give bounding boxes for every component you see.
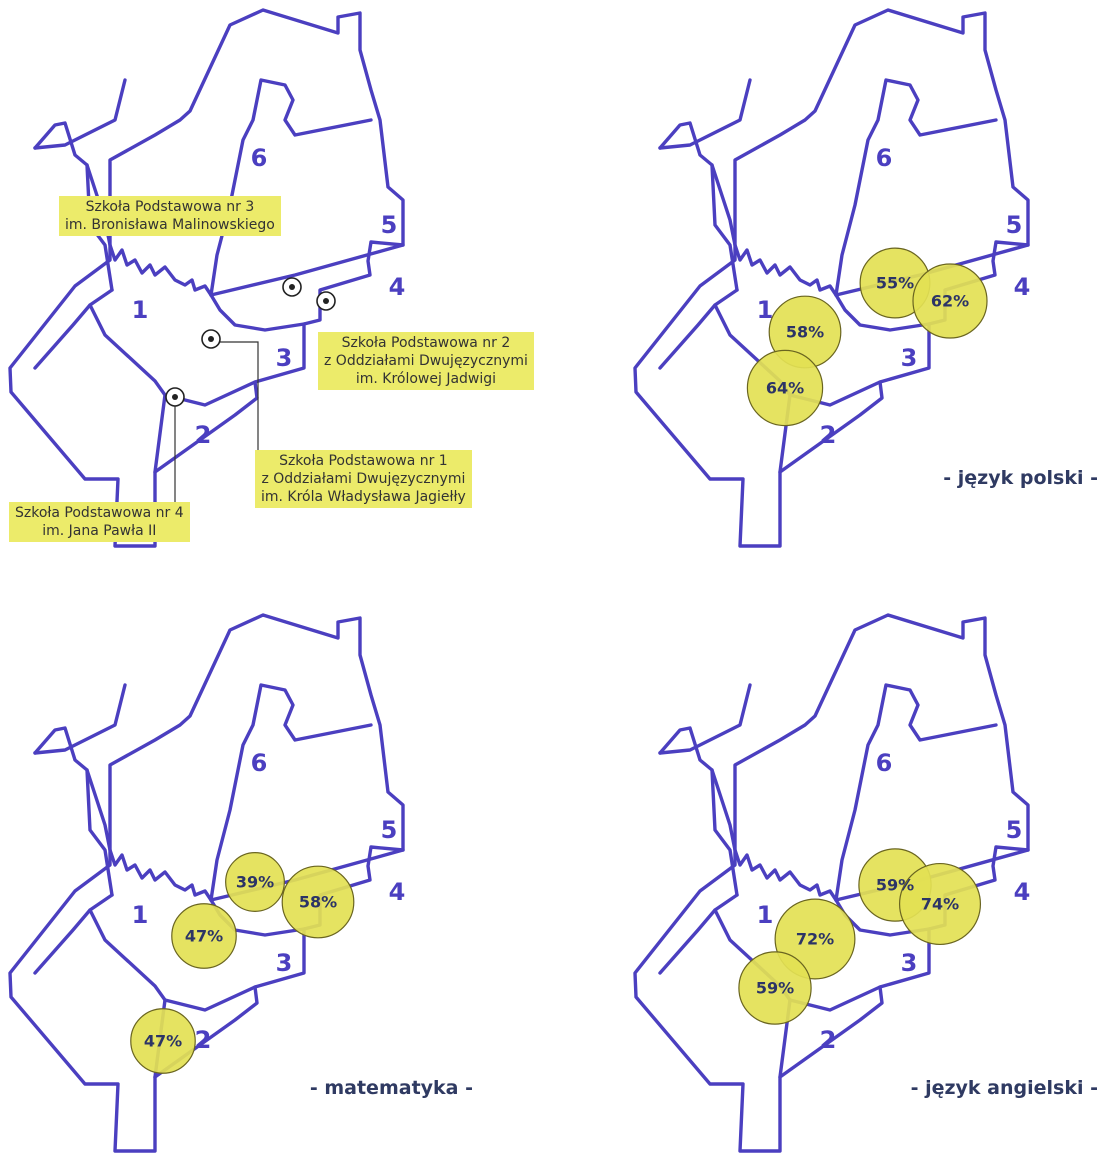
district-number: 2 <box>820 1026 837 1054</box>
district-number: 1 <box>757 296 774 324</box>
subject-titles: - język polski - - matematyka - - język an… <box>310 467 1098 1099</box>
result-label-sp4: 59% <box>756 979 794 998</box>
subject-title: - język angielski - <box>911 1077 1098 1099</box>
district-number: 2 <box>195 1026 212 1054</box>
result-label-sp2: 74% <box>921 895 959 914</box>
district-number: 5 <box>381 816 398 844</box>
school-label-sp2: Szkoła Podstawowa nr 2 z Oddziałami Dwuj… <box>318 332 534 390</box>
school-marker-sp3[interactable] <box>282 277 302 297</box>
school-name-line1: Szkoła Podstawowa nr 1 <box>279 453 448 469</box>
school-markers <box>165 277 336 505</box>
district-number: 2 <box>820 421 837 449</box>
district-number: 3 <box>276 949 293 977</box>
district-number: 1 <box>757 901 774 929</box>
district-number: 3 <box>901 949 918 977</box>
school-name-line3: im. Królowej Jadwigi <box>355 371 497 387</box>
school-name-line2: z Oddziałami Dwujęzycznymi <box>261 471 466 487</box>
district-number: 4 <box>389 273 406 301</box>
district-number: 4 <box>1014 273 1031 301</box>
district-labels: 1 2 3 4 5 6 1 2 3 4 5 6 1 2 3 4 5 6 1 2 3 4 5 6 <box>132 144 1031 1054</box>
district-number: 5 <box>1006 211 1023 239</box>
district-number: 6 <box>251 749 268 777</box>
school-name-line1: Szkoła Podstawowa nr 4 <box>15 505 184 521</box>
subject-title: - matematyka - <box>310 1077 473 1099</box>
result-label-sp3: 55% <box>876 274 914 293</box>
district-number: 3 <box>276 344 293 372</box>
district-number: 6 <box>876 144 893 172</box>
result-bubble-sp1[interactable] <box>171 903 237 969</box>
school-marker-sp1[interactable] <box>201 329 221 349</box>
result-label-sp1: 72% <box>796 930 834 949</box>
school-name-line1: Szkoła Podstawowa nr 2 <box>341 335 511 351</box>
school-label-sp3: Szkoła Podstawowa nr 3 im. Bronisława Ma… <box>59 196 281 236</box>
school-marker-sp4[interactable] <box>165 387 185 407</box>
district-number: 1 <box>132 296 149 324</box>
result-bubble-sp4[interactable] <box>746 349 824 427</box>
result-bubble-sp3[interactable] <box>225 852 285 912</box>
subject-title: - język polski - <box>943 467 1098 489</box>
district-number: 5 <box>381 211 398 239</box>
district-number: 4 <box>1014 878 1031 906</box>
result-label-sp2: 62% <box>931 292 969 311</box>
school-marker-sp2[interactable] <box>316 291 336 311</box>
result-bubble-sp4[interactable] <box>738 951 812 1025</box>
result-bubble-sp2[interactable] <box>281 865 355 939</box>
school-name-line2: im. Jana Pawła II <box>42 523 157 539</box>
district-number: 1 <box>132 901 149 929</box>
result-label-sp3: 59% <box>876 876 914 895</box>
result-bubble-sp2[interactable] <box>912 263 988 339</box>
school-label-sp1: Szkoła Podstawowa nr 1 z Oddziałami Dwuj… <box>255 450 472 508</box>
school-name-line3: im. Króla Władysława Jagiełły <box>261 489 466 505</box>
result-bubble-sp4[interactable] <box>130 1008 196 1074</box>
school-name-line1: Szkoła Podstawowa nr 3 <box>85 199 255 215</box>
district-number: 4 <box>389 878 406 906</box>
result-label-sp3: 39% <box>236 873 274 892</box>
result-label-sp4: 64% <box>766 379 804 398</box>
district-number: 6 <box>251 144 268 172</box>
result-label-sp4: 47% <box>144 1032 182 1051</box>
district-number: 5 <box>1006 816 1023 844</box>
school-name-line2: z Oddziałami Dwujęzycznymi <box>324 353 528 369</box>
result-bubble-sp2[interactable] <box>898 862 982 946</box>
result-bubbles: 55% 62% 58% 64% 39% 58% 47% 47% 59% 74% 72% 59% <box>130 247 988 1074</box>
district-number: 6 <box>876 749 893 777</box>
district-number: 3 <box>901 344 918 372</box>
school-name-line2: im. Bronisława Malinowskiego <box>65 217 275 233</box>
school-label-sp4: Szkoła Podstawowa nr 4 im. Jana Pawła II <box>9 502 190 542</box>
district-number: 2 <box>195 421 212 449</box>
result-label-sp1: 47% <box>185 927 223 946</box>
leader-sp1 <box>218 341 259 455</box>
result-label-sp1: 58% <box>786 323 824 342</box>
result-label-sp2: 58% <box>299 893 337 912</box>
